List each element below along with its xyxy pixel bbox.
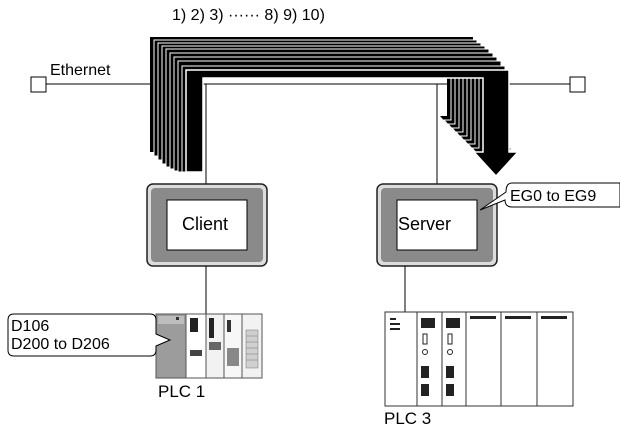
- arrow-layer: [185, 69, 520, 178]
- left-terminator: [30, 76, 47, 93]
- server-callout-text: EG0 to EG9: [510, 188, 597, 205]
- communication-arrows: [150, 37, 520, 178]
- plc1-device-1: D106: [11, 318, 50, 335]
- sequence-label: 1) 2) 3) ······ 8) 9) 10): [172, 7, 325, 24]
- server-got: [376, 183, 498, 267]
- server-callout-bubble: [479, 182, 620, 211]
- plc3-label: PLC 3: [384, 409, 432, 428]
- plc1-device-2: D200 to D206: [11, 336, 110, 353]
- ethernet-label: Ethernet: [50, 62, 111, 79]
- plc1-device-callout: [7, 313, 172, 357]
- plc1-rack: [155, 313, 263, 379]
- plc1-label: PLC 1: [158, 382, 206, 401]
- plc3-rack: [384, 311, 574, 407]
- server-label: Server: [398, 214, 452, 234]
- client-got: [146, 183, 268, 267]
- client-label: Client: [182, 214, 229, 234]
- right-terminator: [569, 76, 586, 93]
